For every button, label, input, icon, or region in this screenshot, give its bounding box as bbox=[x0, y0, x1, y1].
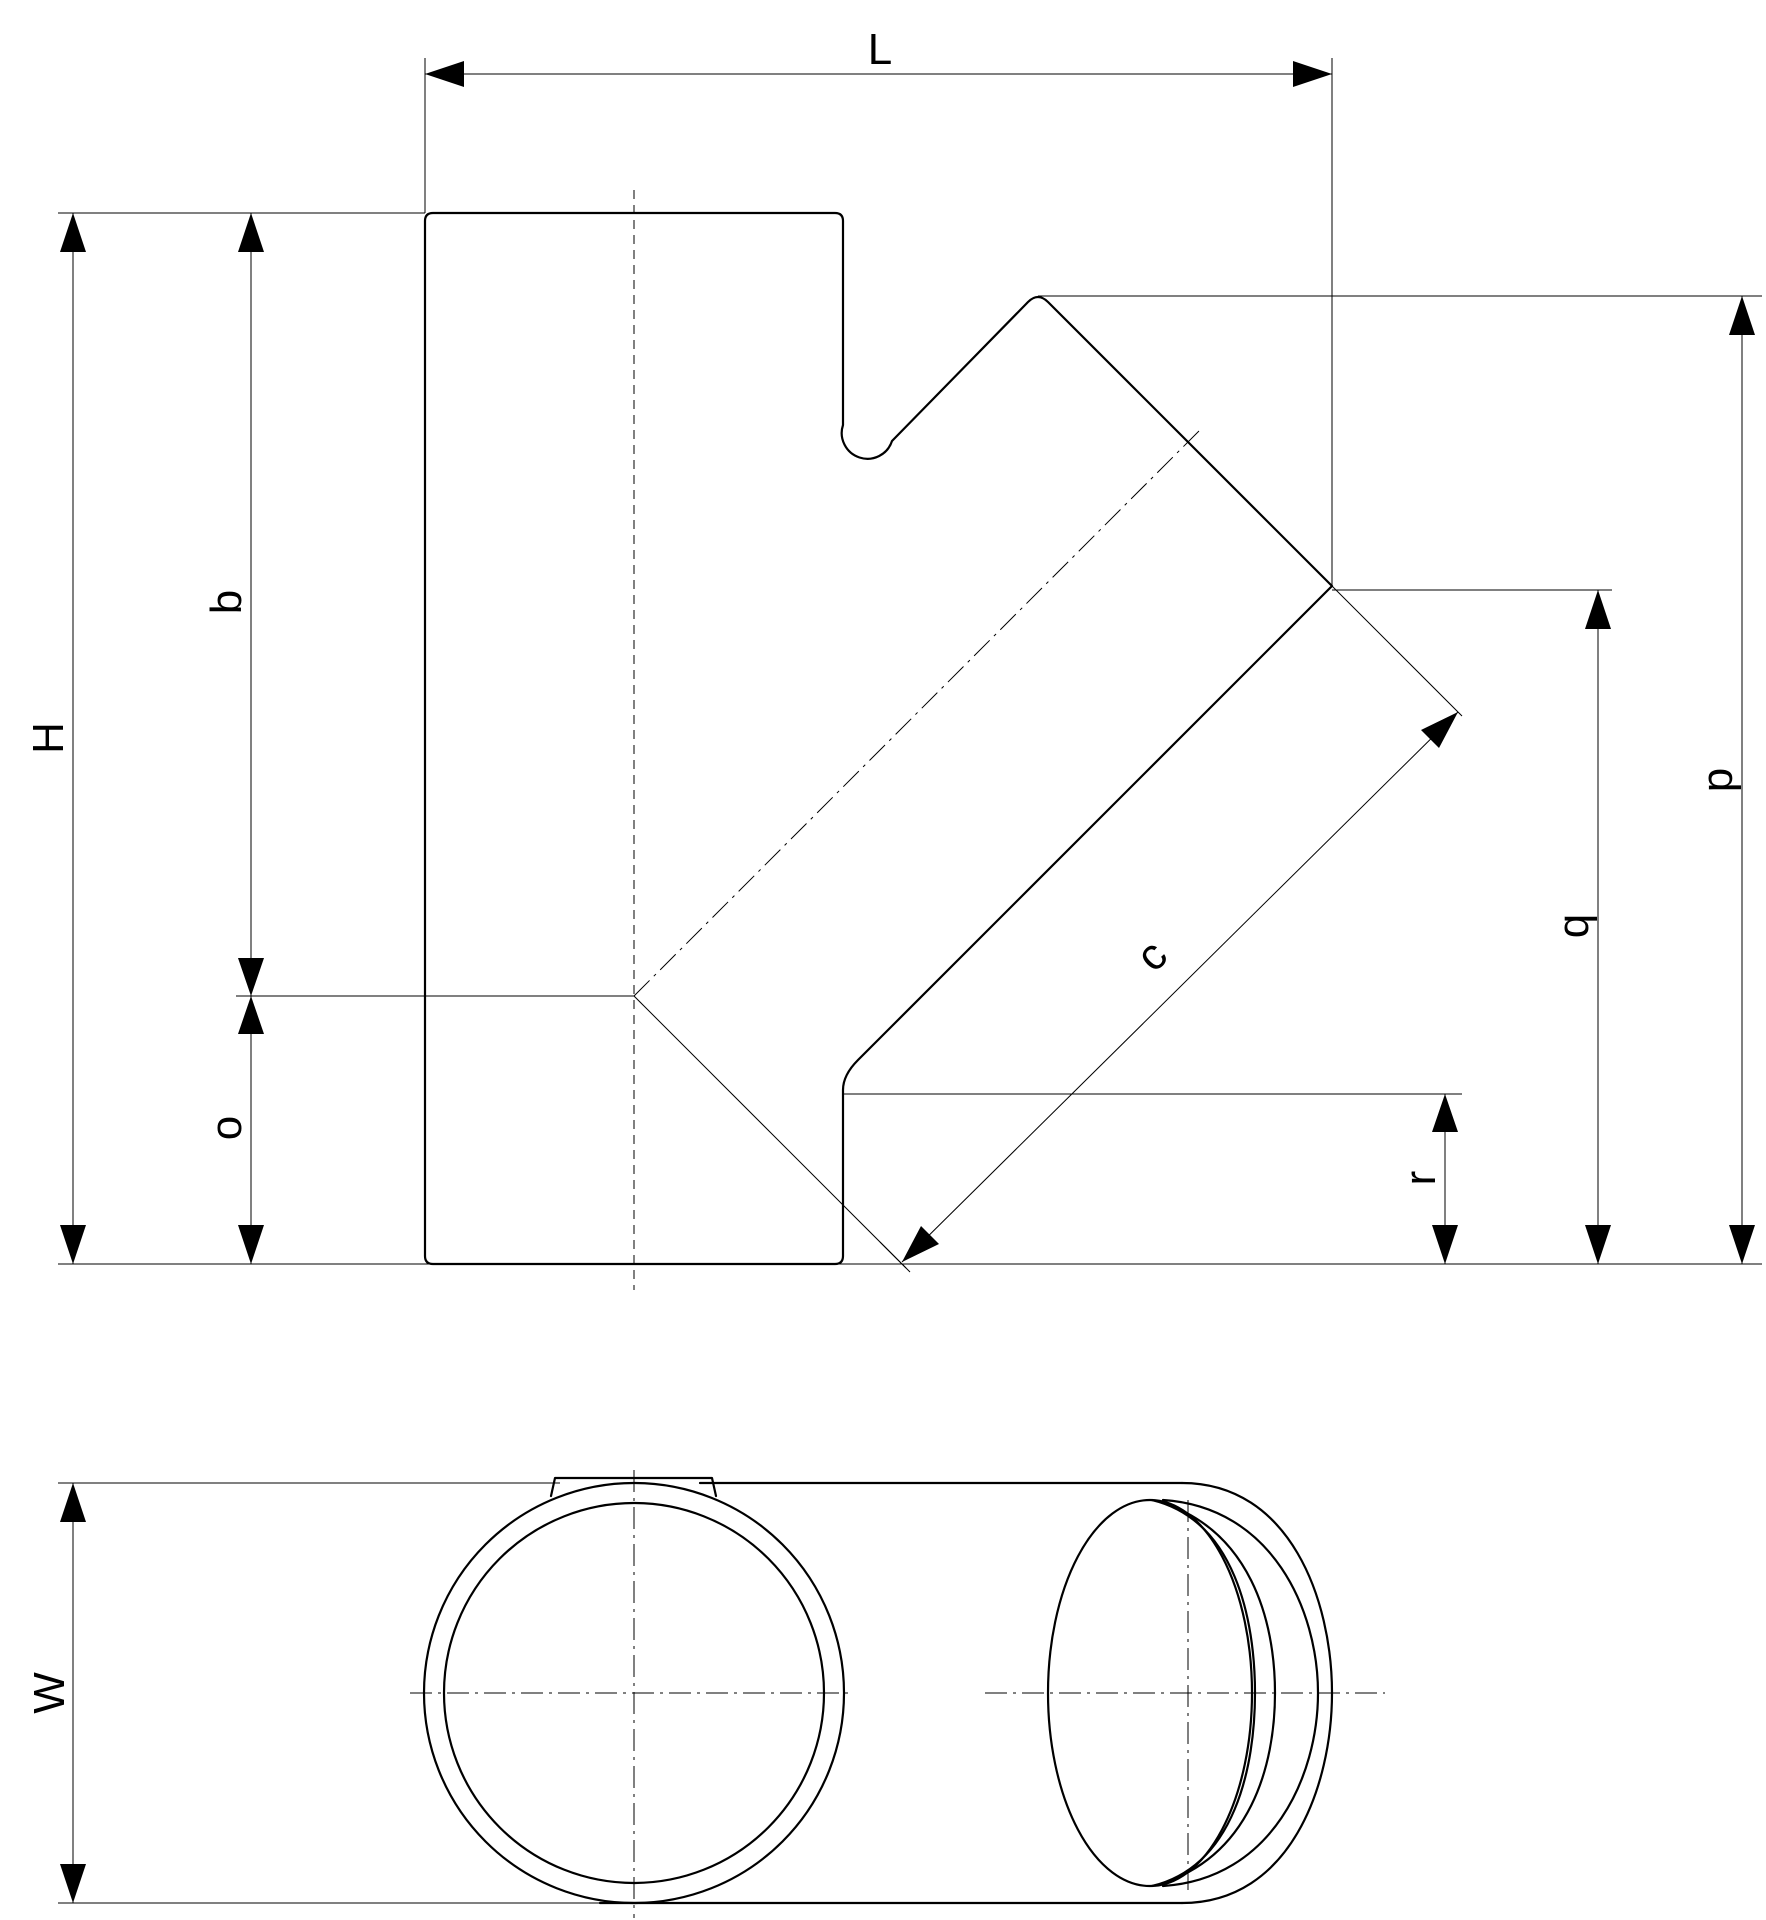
dim-r-label: r bbox=[1396, 1171, 1445, 1186]
dim-o-arrow-top bbox=[238, 996, 264, 1034]
dim-L-label: L bbox=[868, 25, 892, 74]
dim-b-arrow-bottom bbox=[238, 958, 264, 996]
dim-H-arrow-bottom bbox=[60, 1225, 86, 1264]
dim-p-label: p bbox=[1693, 768, 1742, 792]
top-tab bbox=[549, 1476, 718, 1498]
dim-c-arrow-upper bbox=[1421, 712, 1458, 748]
dim-r-arrow-top bbox=[1432, 1094, 1458, 1132]
dim-b-arrow-top bbox=[238, 213, 264, 252]
branch-opening-ellipse bbox=[1046, 1498, 1254, 1888]
dim-b-label: b bbox=[202, 590, 251, 614]
dim-H-label: H bbox=[24, 722, 73, 754]
ext-c-lower bbox=[879, 1241, 911, 1273]
ext-c-upper bbox=[1331, 585, 1463, 717]
dim-q-label: q bbox=[1549, 914, 1598, 938]
dim-o-label: o bbox=[202, 1116, 251, 1140]
dim-p-arrow-top bbox=[1729, 296, 1755, 335]
branch-socket-curve-2 bbox=[1158, 1500, 1277, 1886]
dim-W-label: W bbox=[25, 1672, 74, 1714]
main-pipe-inner-circle bbox=[442, 1501, 826, 1885]
top-view-right-end-inner bbox=[1161, 1498, 1320, 1888]
dim-c-line bbox=[901, 711, 1459, 1263]
dim-W-arrow-top bbox=[60, 1483, 86, 1522]
side-view: L H b o c r q p bbox=[24, 25, 1762, 1290]
dim-c-label: c bbox=[1127, 931, 1177, 981]
branch-socket-curve-1 bbox=[1150, 1498, 1257, 1888]
dim-q-arrow-bottom bbox=[1585, 1225, 1611, 1264]
top-view-right-end-outer bbox=[1180, 1481, 1334, 1905]
branch-junction-line bbox=[633, 995, 907, 1269]
top-view: W bbox=[25, 1470, 1385, 1918]
dim-c-arrow-lower bbox=[902, 1226, 939, 1262]
branch-centerline bbox=[633, 427, 1203, 997]
dim-L-arrow-right bbox=[1293, 61, 1332, 87]
dim-o-arrow-bottom bbox=[238, 1225, 264, 1264]
dim-q-arrow-top bbox=[1585, 590, 1611, 629]
dim-p-arrow-bottom bbox=[1729, 1225, 1755, 1264]
fitting-outline bbox=[423, 211, 1334, 1266]
dim-H-arrow-top bbox=[60, 213, 86, 252]
dim-W-arrow-bottom bbox=[60, 1864, 86, 1903]
dim-L-arrow-left bbox=[425, 61, 464, 87]
dim-r-arrow-bottom bbox=[1432, 1225, 1458, 1264]
